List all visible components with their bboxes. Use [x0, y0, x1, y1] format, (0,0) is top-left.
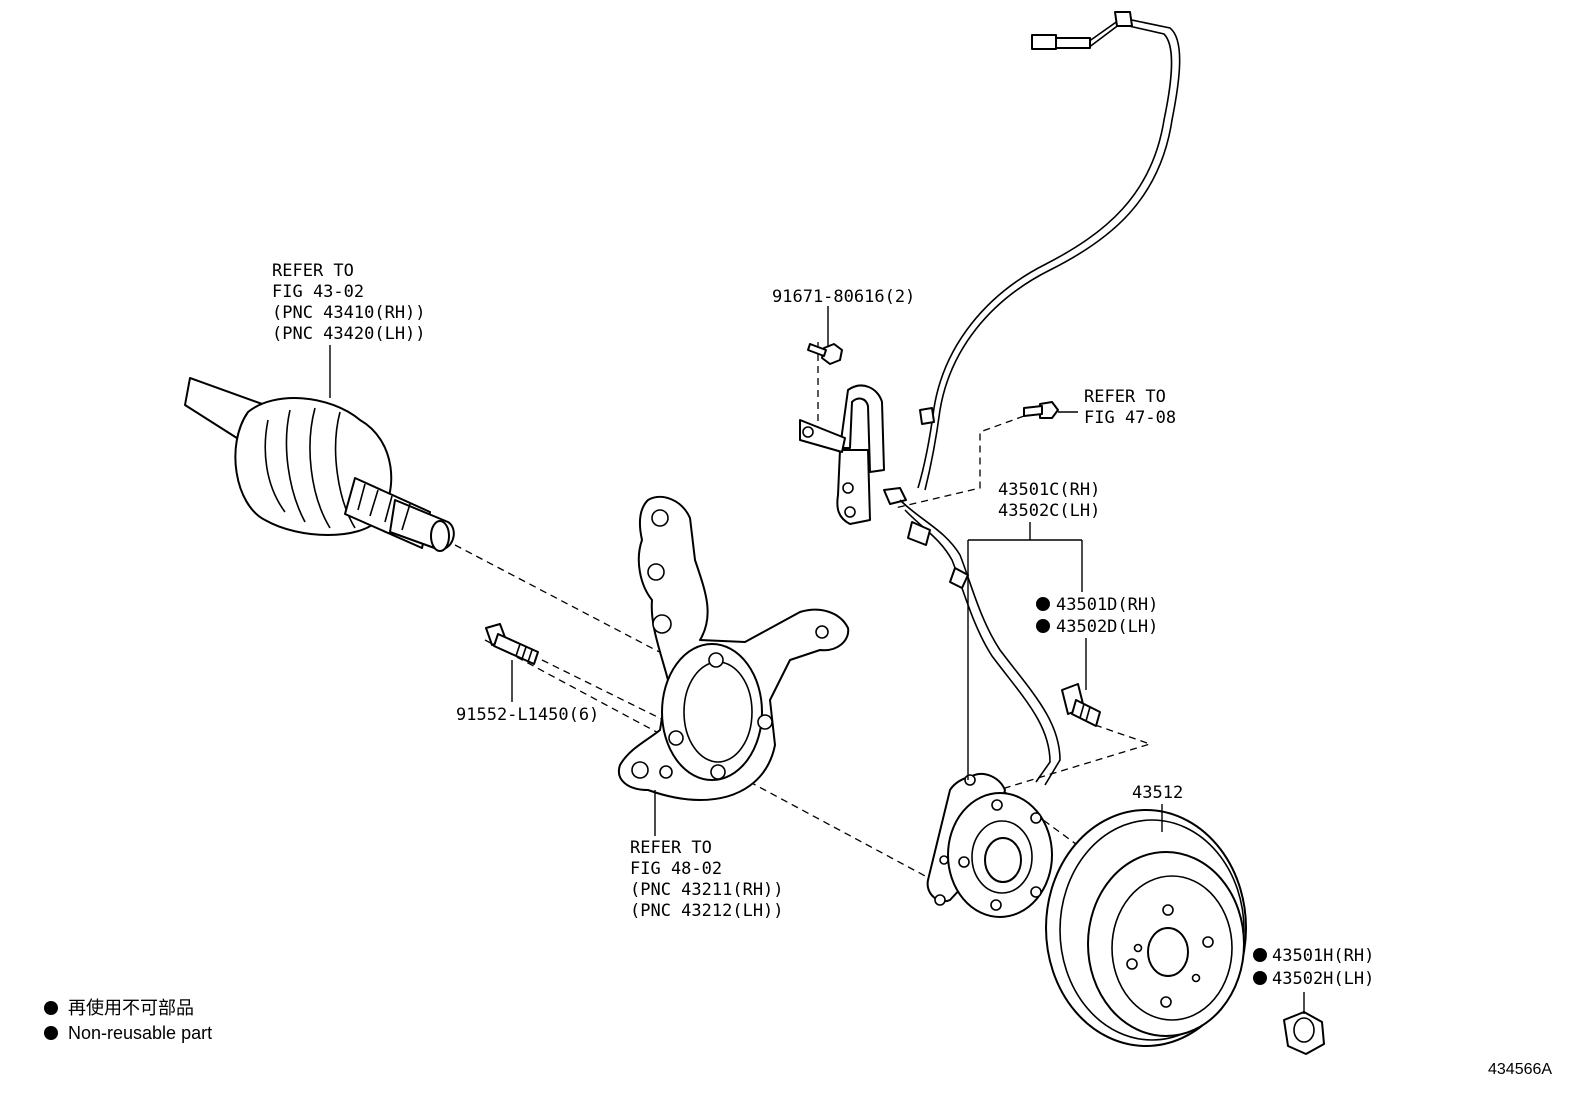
- legend: 再使用不可部品 Non-reusable part: [44, 998, 212, 1043]
- legend-text-en: Non-reusable part: [68, 1023, 212, 1043]
- sensor-bracket-bolt: [807, 343, 843, 365]
- callout-knuckle-line-4: (PNC 43212(LH)): [630, 901, 784, 921]
- callout-drive-shaft-line-2: FIG 43-02: [272, 282, 364, 302]
- callout-sensor-bolt-line-1: REFER TO: [1084, 387, 1166, 407]
- callout-sensor-bolt: REFER TO FIG 47-08: [1084, 387, 1176, 428]
- callout-knuckle-line-1: REFER TO: [630, 838, 712, 858]
- leader-lines: [329, 306, 1305, 1014]
- non-reusable-marker-icon: [1253, 971, 1267, 985]
- part-number-91671: 91671-80616(2): [772, 287, 915, 307]
- legend-marker-icon: [44, 1001, 58, 1015]
- drive-shaft-assembly: [184, 377, 455, 552]
- legend-marker-icon: [44, 1026, 58, 1040]
- speed-sensor-assembly: [799, 11, 1181, 786]
- part-number-nut-lh: 43502H(LH): [1272, 969, 1374, 989]
- callout-knuckle-line-3: (PNC 43211(RH)): [630, 880, 784, 900]
- knuckle-bolt: [485, 623, 539, 665]
- part-number-91552: 91552-L1450(6): [456, 705, 599, 725]
- non-reusable-marker-icon: [1253, 948, 1267, 962]
- callout-drive-shaft-line-3: (PNC 43410(RH)): [272, 303, 426, 323]
- callout-knuckle-line-2: FIG 48-02: [630, 859, 722, 879]
- part-number-nut-rh: 43501H(RH): [1272, 946, 1374, 966]
- callout-sensor-bolt-line-2: FIG 47-08: [1084, 408, 1176, 428]
- callout-drive-shaft-line-4: (PNC 43420(LH)): [272, 324, 426, 344]
- hub-bolt: [1061, 683, 1101, 727]
- figure-id: 434566A: [1488, 1061, 1552, 1078]
- part-number-hub-bolt-lh: 43502D(LH): [1056, 617, 1158, 637]
- sensor-bolt: [1023, 401, 1059, 419]
- part-number-hub-bolt-rh: 43501D(RH): [1056, 595, 1158, 615]
- steering-knuckle: [617, 495, 850, 801]
- part-number-disc: 43512: [1132, 783, 1183, 803]
- callout-drive-shaft-line-1: REFER TO: [272, 261, 354, 281]
- hub-nut: [1283, 1011, 1325, 1055]
- legend-text-jp: 再使用不可部品: [68, 998, 194, 1018]
- callout-drive-shaft: REFER TO FIG 43-02 (PNC 43410(RH)) (PNC …: [272, 261, 426, 344]
- hub-bearing-assembly: [926, 772, 1053, 918]
- part-number-hub-lh: 43502C(LH): [998, 501, 1100, 521]
- part-number-hub-rh: 43501C(RH): [998, 480, 1100, 500]
- non-reusable-marker-icon: [1036, 619, 1050, 633]
- callout-knuckle: REFER TO FIG 48-02 (PNC 43211(RH)) (PNC …: [630, 838, 784, 921]
- brake-disc: [1045, 809, 1247, 1047]
- non-reusable-marker-icon: [1036, 597, 1050, 611]
